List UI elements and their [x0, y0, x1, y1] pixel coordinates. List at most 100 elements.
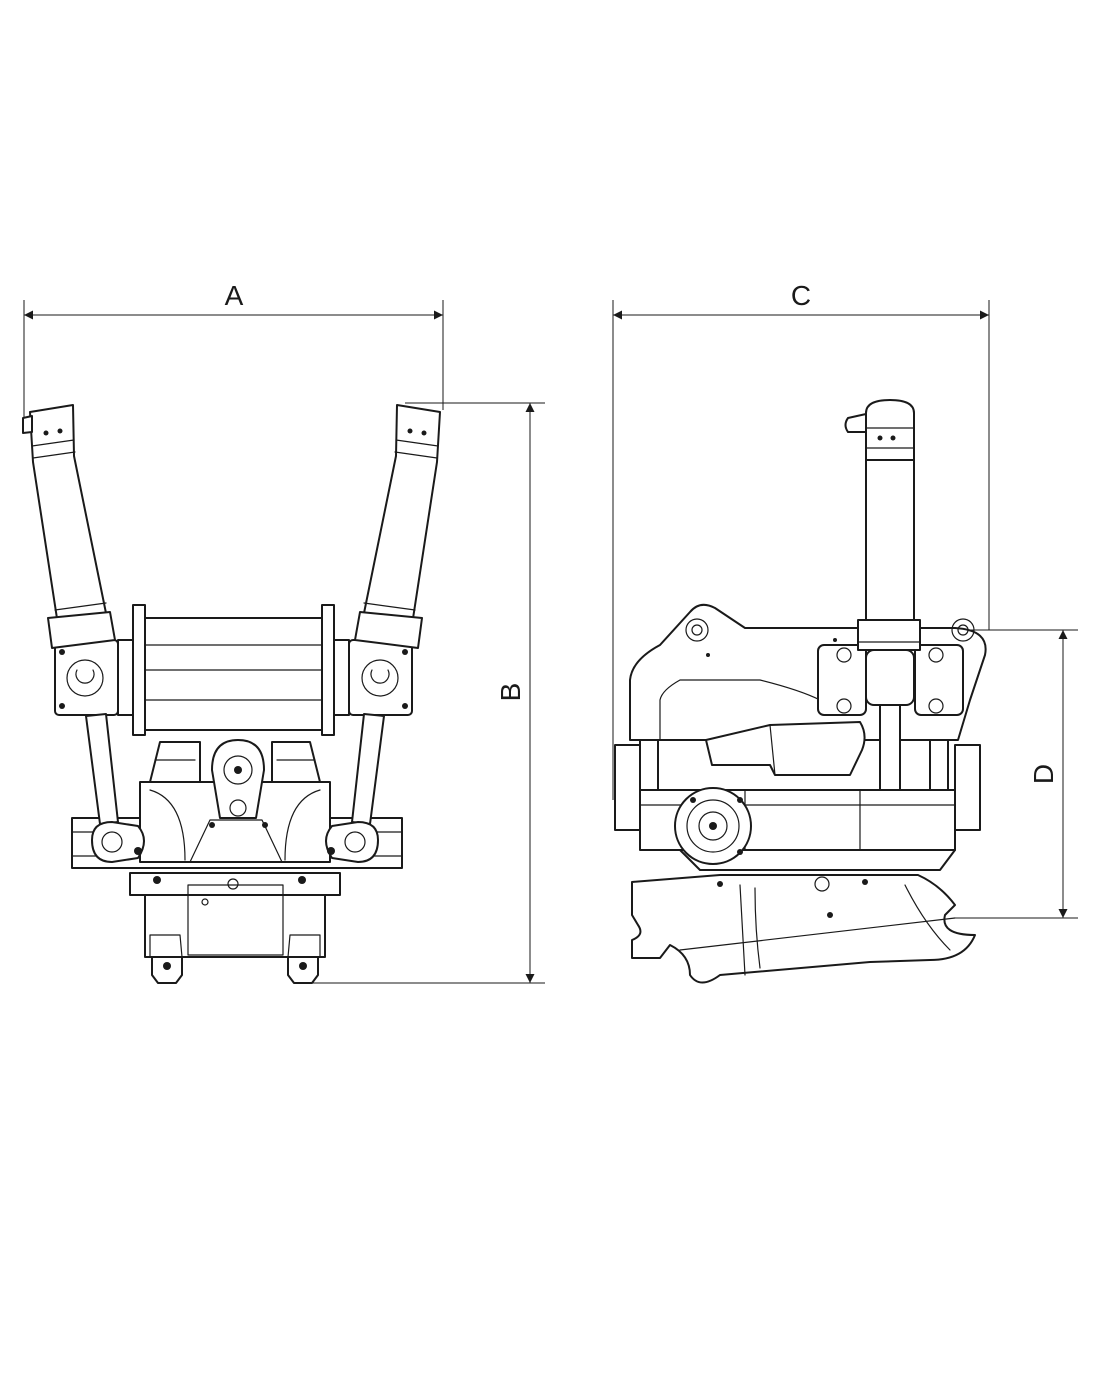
side-cylinder-port-1 [877, 435, 883, 441]
front-pivot-right-ring [361, 659, 399, 697]
side-coupler-line-2 [754, 887, 761, 969]
front-rod-end-left [91, 821, 145, 863]
front-cylinder-left-cap [22, 415, 33, 434]
side-coupler-bolt-3 [862, 879, 868, 885]
front-cylinder-left-port-1 [43, 430, 49, 436]
front-bracket-plate-left [132, 604, 146, 736]
front-central-trapezoid [189, 819, 283, 863]
front-cylinder-left-head [47, 611, 116, 649]
side-coupler-centerline [679, 917, 956, 951]
front-cylinder-right [351, 404, 441, 825]
front-bottom-plate [129, 872, 341, 896]
front-pivot-left-ring [66, 659, 104, 697]
front-cylinder-right-ring-1 [395, 439, 439, 447]
side-rotator-hub [674, 787, 752, 865]
front-central-curve-left [149, 789, 186, 861]
dimension-a-label: A [225, 280, 244, 311]
front-rod-end-right [325, 821, 379, 863]
front-rod-end-right-bolt [327, 847, 335, 855]
front-central-box [139, 781, 331, 863]
front-cylinder-left-port-2 [57, 428, 63, 434]
side-cylinder-cap [865, 399, 915, 461]
side-bracket-dot-left [706, 653, 710, 657]
side-clamp-left-bolt-top [836, 647, 852, 663]
front-lever-bolt-right [262, 822, 268, 828]
dimension-a: A [23, 280, 444, 420]
dimension-d: D [955, 629, 1078, 919]
front-bottom-foot-left-pin [163, 962, 171, 970]
front-rod-end-left-bolt [134, 847, 142, 855]
side-housing-right-plate [954, 744, 981, 831]
front-cylinder-left-ring-3 [54, 602, 107, 611]
front-bottom-claw-right-body [287, 934, 321, 958]
front-bracket-hinge-right [333, 639, 350, 716]
side-wedge-line [769, 724, 776, 776]
front-pivot-right-clip [370, 669, 390, 684]
side-hub-bolt-1 [690, 797, 696, 803]
front-rib-right [271, 741, 321, 783]
side-wedge-plate [705, 721, 866, 776]
front-cylinder-right-head [354, 611, 423, 649]
dimension-c-label: C [791, 280, 811, 311]
front-center-lever [209, 739, 268, 828]
side-clamp-right [914, 644, 964, 716]
side-cylinder-collar [857, 619, 921, 651]
front-bottom-bolt-small [201, 898, 209, 906]
front-bottom-nut-right [298, 876, 306, 884]
side-clamp-right-bolt-top [928, 647, 944, 663]
side-hub-center [709, 822, 717, 830]
side-lower-coupler [631, 874, 976, 984]
side-housing-base [679, 849, 956, 871]
front-bracket-hinge-left [117, 639, 134, 716]
front-pivot-left-bolt-1 [59, 649, 65, 655]
front-bracket-body [144, 617, 323, 731]
side-hub-spline [698, 811, 728, 841]
front-cylinder-right-port-1 [421, 430, 427, 436]
side-bracket-pin-left [685, 618, 709, 642]
front-bottom-window [187, 884, 284, 956]
side-coupler-outline [631, 874, 976, 984]
front-bottom-body [144, 894, 326, 958]
front-lever-lower-pin [229, 799, 247, 817]
front-cylinder-right-rod [351, 713, 385, 825]
side-cylinder-barrel [865, 459, 915, 621]
front-pivot-left-bolt-2 [59, 703, 65, 709]
side-wedge [705, 721, 866, 776]
side-bracket-pin-left-inner [691, 624, 703, 636]
side-clamp-left-bolt-bottom [836, 698, 852, 714]
front-cylinder-left-ring-2 [32, 451, 76, 459]
side-clamps [817, 644, 964, 716]
front-pivot-left-clip [75, 669, 95, 684]
side-cylinder-fitting [844, 413, 867, 433]
side-hub-bolt-3 [737, 849, 743, 855]
side-coupler-pin [814, 876, 830, 892]
front-bottom-coupler [129, 872, 341, 984]
side-coupler-bolt-2 [827, 912, 833, 918]
front-lever-body [211, 739, 265, 819]
side-hub-bolt-2 [737, 797, 743, 803]
front-rib-left [149, 741, 201, 783]
front-pivot-right-bolt-2 [402, 703, 408, 709]
front-cylinder-right-barrel [362, 404, 441, 626]
front-pivot-right-bolt-1 [402, 649, 408, 655]
front-cylinder-left-rod [85, 713, 119, 825]
side-view [614, 399, 987, 984]
front-view [22, 404, 441, 984]
side-coupler-line-1 [739, 884, 746, 976]
side-hub-ring [686, 799, 740, 853]
front-pivot-blocks [54, 639, 413, 716]
dimension-d-label: D [1028, 764, 1059, 784]
front-rod-end-left-eye [101, 831, 123, 853]
front-bottom-foot-right-pin [299, 962, 307, 970]
side-coupler-bolt-1 [717, 881, 723, 887]
side-cylinder-port-2 [890, 435, 896, 441]
front-cylinder-right-ring-3 [363, 602, 416, 611]
side-bracket-pin-right-inner [957, 624, 969, 636]
side-clamp-left [817, 644, 867, 716]
front-bracket-plate-right [321, 604, 335, 736]
front-lever-bolt-left [209, 822, 215, 828]
front-cylinder-left-ring-1 [31, 439, 75, 447]
side-bracket-inner-cutout [659, 679, 846, 741]
